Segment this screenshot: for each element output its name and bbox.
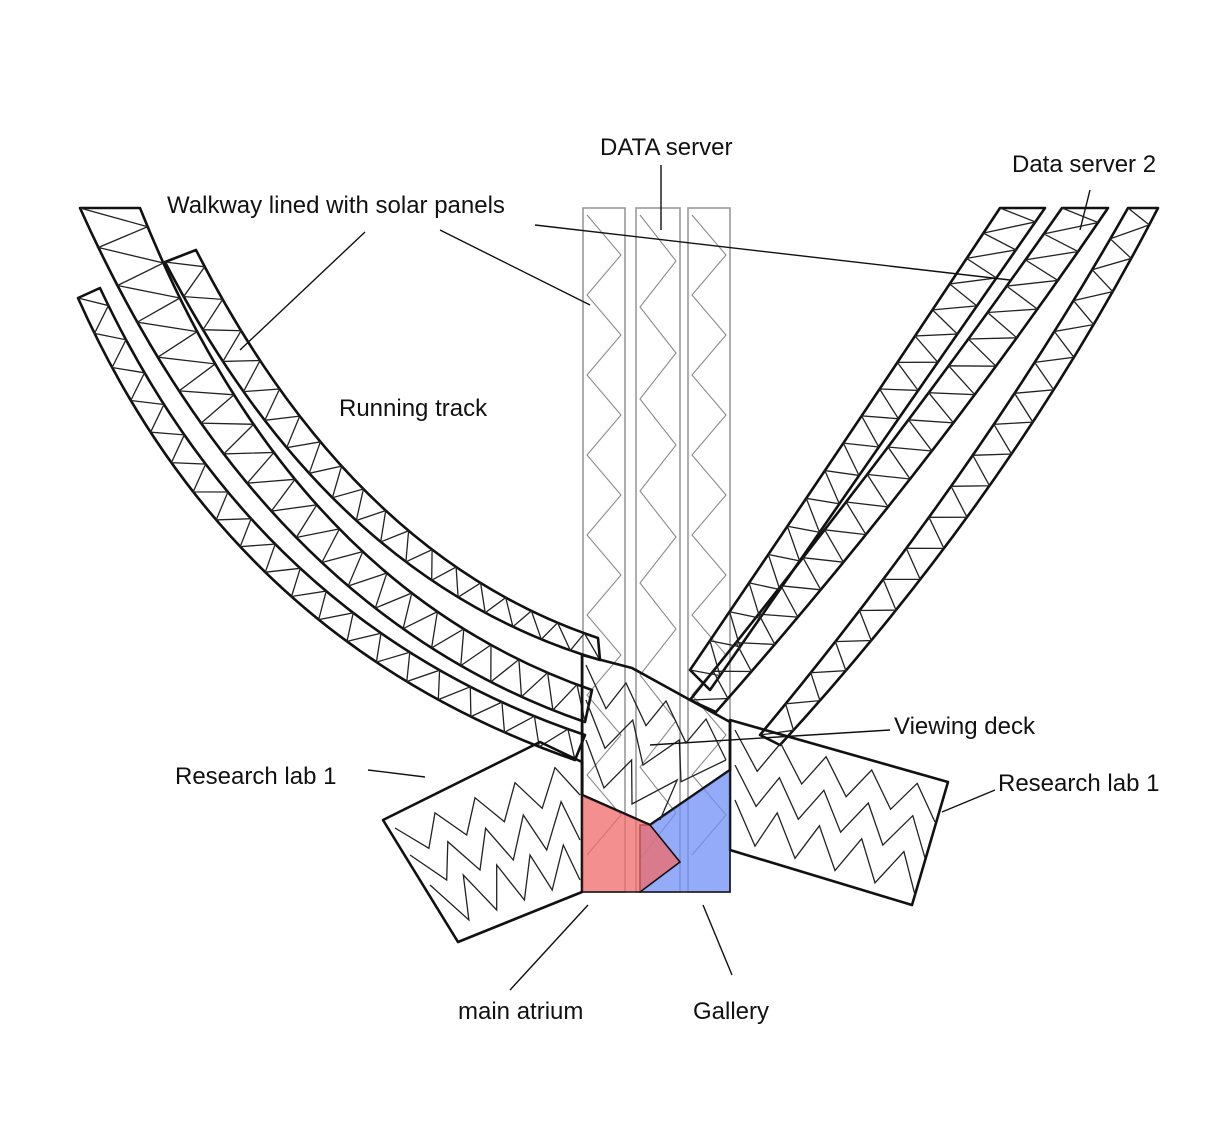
research-lab-left-block xyxy=(381,740,584,944)
right-curved-walkways xyxy=(688,206,1160,747)
label-walkway: Walkway lined with solar panels xyxy=(167,192,505,219)
pink-lab-block xyxy=(381,740,584,944)
label-data-server: DATA server xyxy=(600,134,732,161)
central-hub xyxy=(580,653,732,893)
leader-data-server-2 xyxy=(1079,189,1091,231)
leader-research-lab-right xyxy=(941,789,996,813)
center-column-zigzag xyxy=(639,214,677,860)
hub-truss xyxy=(585,664,727,821)
leader-lines xyxy=(239,165,1091,991)
right-bands-truss xyxy=(689,207,1151,736)
label-research-lab-left: Research lab 1 xyxy=(175,763,336,790)
left-column-zigzag xyxy=(586,214,622,856)
leader-main-atrium xyxy=(509,904,589,991)
label-running-track: Running track xyxy=(339,395,488,422)
left-inner-walkway xyxy=(163,248,602,662)
right-inner-walkway xyxy=(688,206,1047,692)
label-research-lab-right: Research lab 1 xyxy=(998,770,1159,797)
pink-lab-truss xyxy=(394,766,581,922)
leader-viewing-deck xyxy=(649,729,891,746)
running-track-band xyxy=(78,206,594,724)
left-bands-truss xyxy=(77,207,601,761)
purple-lab-truss xyxy=(734,729,936,896)
label-viewing-deck: Viewing deck xyxy=(894,713,1036,740)
leader-gallery xyxy=(702,904,733,976)
data-server-2-band xyxy=(688,206,1110,714)
research-lab-right-block xyxy=(728,718,950,907)
label-gallery: Gallery xyxy=(693,998,769,1025)
main-atrium-area xyxy=(581,793,682,893)
right-column-zigzag xyxy=(691,214,727,856)
left-gray-column xyxy=(582,207,626,893)
purple-lab-block xyxy=(728,718,950,907)
leader-walkway-1 xyxy=(239,231,366,351)
label-main-atrium: main atrium xyxy=(458,998,583,1025)
leader-research-lab-left xyxy=(367,769,426,778)
leader-walkway-3 xyxy=(534,224,1011,281)
left-outer-walkway xyxy=(76,286,587,762)
label-data-server-2: Data server 2 xyxy=(1012,151,1156,178)
leader-walkway-2 xyxy=(439,229,591,306)
labels: DATA server Data server 2 Walkway lined … xyxy=(167,134,1159,1025)
left-curved-walkways xyxy=(76,206,602,762)
